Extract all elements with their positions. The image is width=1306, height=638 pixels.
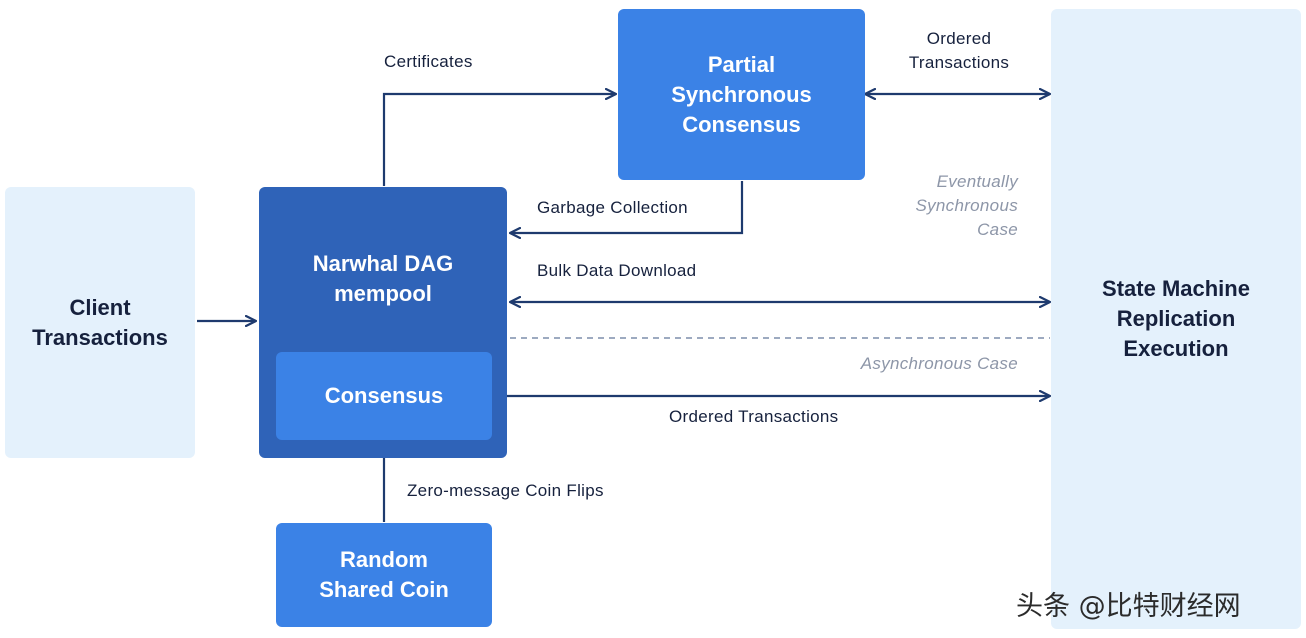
asynchronous-case-label: Asynchronous Case	[860, 354, 1018, 373]
state-machine-replication-box: State Machine Replication Execution	[1051, 9, 1301, 629]
ordered-transactions-bottom-label: Ordered Transactions	[669, 407, 839, 426]
consensus-label: Consensus	[324, 383, 444, 408]
bulk-data-download-label: Bulk Data Download	[537, 261, 697, 280]
client-transactions-label: Client Transactions	[32, 294, 168, 350]
consensus-box: Consensus	[276, 352, 492, 440]
ordered-transactions-top-label: Ordered Transactions	[908, 29, 1010, 72]
certificates-arrow	[382, 94, 616, 186]
garbage-collection-label: Garbage Collection	[537, 198, 688, 217]
random-shared-coin-box: Random Shared Coin	[276, 523, 492, 627]
partial-synchronous-consensus-label: Partial Synchronous Consensus	[671, 51, 812, 137]
certificates-label: Certificates	[384, 52, 473, 71]
random-shared-coin-label: Random Shared Coin	[319, 547, 449, 602]
garbage-collection-arrow	[510, 181, 744, 233]
coin-flips-label: Zero-message Coin Flips	[407, 481, 604, 500]
client-transactions-box: Client Transactions	[5, 187, 195, 458]
narwhal-dag-mempool-label: Narwhal DAG mempool	[312, 251, 454, 306]
watermark: 头条 @比特财经网	[1016, 591, 1241, 622]
partial-synchronous-consensus-box: Partial Synchronous Consensus	[618, 9, 865, 180]
eventually-synchronous-case-label: Eventually Synchronous Case	[915, 172, 1018, 239]
state-machine-replication-label: State Machine Replication Execution	[1102, 276, 1250, 361]
